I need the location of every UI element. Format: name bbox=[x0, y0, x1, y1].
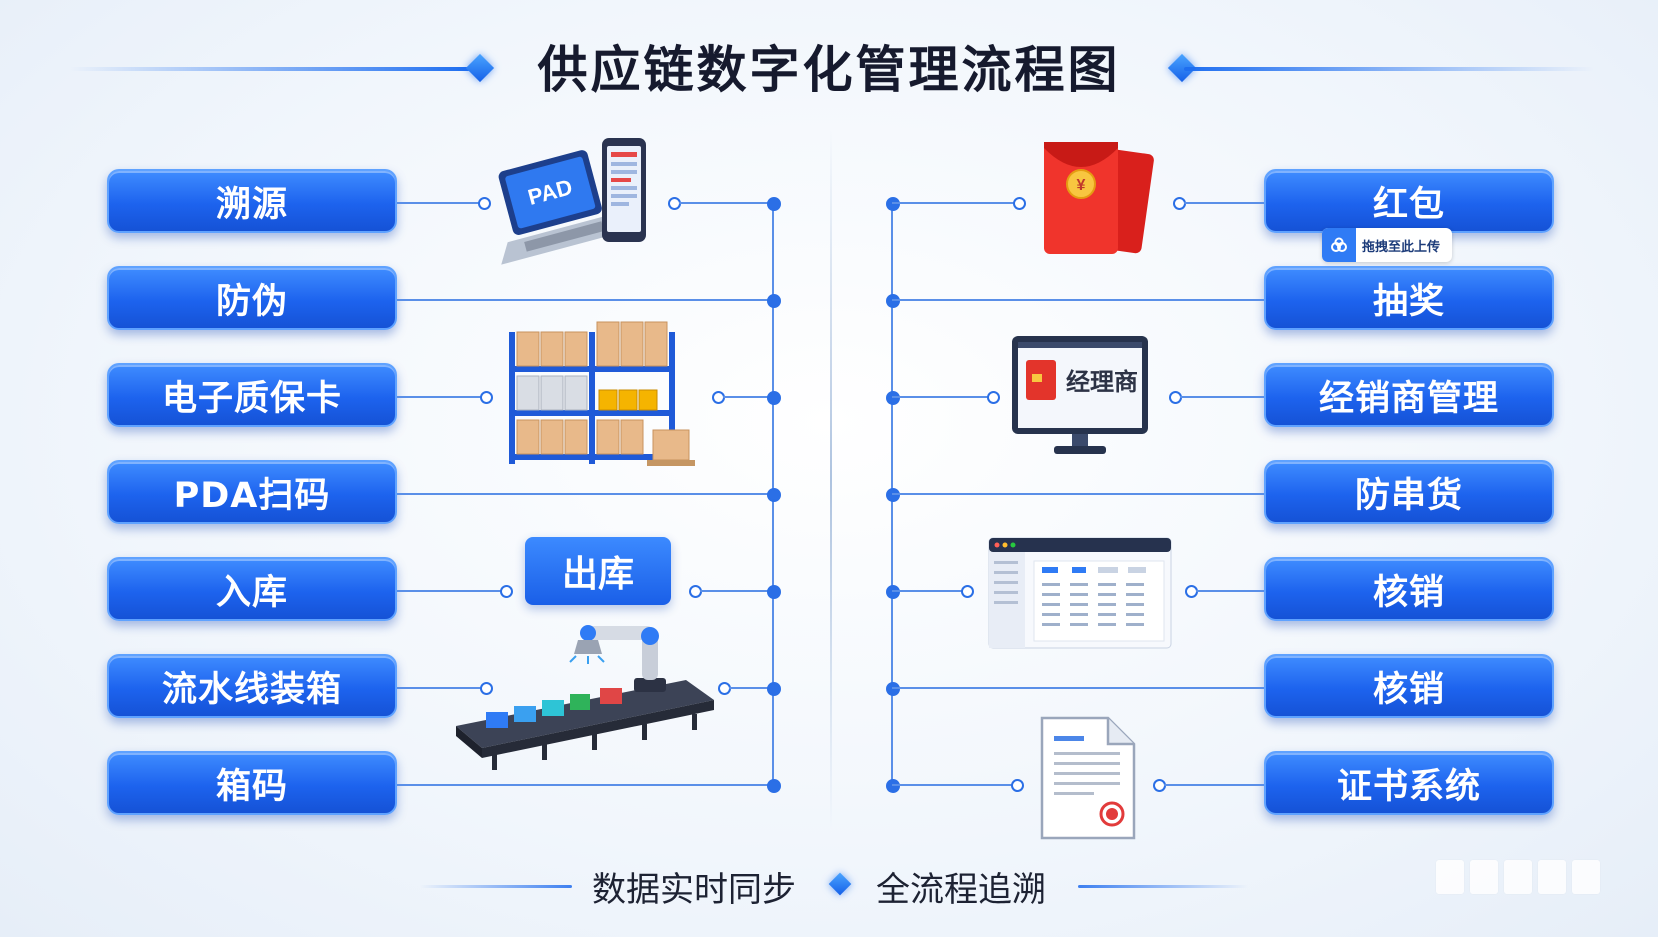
dashboard-table-icon bbox=[988, 537, 1172, 649]
cloud-upload-icon bbox=[1322, 228, 1356, 262]
conveyor-robot-icon bbox=[456, 625, 714, 770]
connector-line bbox=[679, 202, 773, 204]
red-packet-icon: ¥ bbox=[1044, 142, 1154, 254]
junction-dot bbox=[886, 488, 900, 502]
connector-line bbox=[723, 396, 773, 398]
center-divider bbox=[830, 130, 832, 830]
node-verification-1[interactable]: 核销 bbox=[1264, 557, 1554, 621]
connector-dot bbox=[478, 197, 491, 210]
connector-line bbox=[1196, 590, 1264, 592]
junction-dot bbox=[886, 585, 900, 599]
junction-dot bbox=[767, 488, 781, 502]
node-anti-channel-conflict[interactable]: 防串货 bbox=[1264, 460, 1554, 524]
junction-dot bbox=[767, 682, 781, 696]
connector-dot bbox=[480, 682, 493, 695]
connector-dot bbox=[480, 391, 493, 404]
node-box-code[interactable]: 箱码 bbox=[107, 751, 397, 815]
connector-line bbox=[397, 687, 481, 689]
connector-line bbox=[729, 687, 773, 689]
connector-line bbox=[397, 202, 481, 204]
connector-dot bbox=[1013, 197, 1026, 210]
connector-line bbox=[397, 590, 501, 592]
connector-dot bbox=[500, 585, 513, 598]
footer-diamond-icon bbox=[828, 872, 852, 896]
node-line-packing[interactable]: 流水线装箱 bbox=[107, 654, 397, 718]
connector-line bbox=[397, 299, 773, 301]
connector-line bbox=[892, 202, 1016, 204]
drag-upload-badge[interactable]: 拖拽至此上传 bbox=[1322, 228, 1452, 262]
connector-line bbox=[892, 299, 1264, 301]
connector-line bbox=[1184, 202, 1264, 204]
node-trace[interactable]: 溯源 bbox=[107, 169, 397, 233]
junction-dot bbox=[886, 197, 900, 211]
watermark bbox=[1436, 860, 1600, 894]
footer-line-left bbox=[420, 885, 572, 888]
junction-dot bbox=[767, 294, 781, 308]
connector-line bbox=[892, 396, 988, 398]
junction-dot bbox=[886, 779, 900, 793]
junction-dot bbox=[767, 585, 781, 599]
dealer-monitor-icon: 经理商 bbox=[1012, 336, 1148, 454]
junction-dot bbox=[767, 779, 781, 793]
pad-device-icon: PAD bbox=[498, 138, 646, 265]
connector-line bbox=[397, 396, 481, 398]
upload-badge-label: 拖拽至此上传 bbox=[1362, 239, 1441, 255]
connector-dot bbox=[987, 391, 1000, 404]
footer-left-text: 数据实时同步 bbox=[592, 870, 796, 910]
node-verification-2[interactable]: 核销 bbox=[1264, 654, 1554, 718]
node-warehouse-in[interactable]: 入库 bbox=[107, 557, 397, 621]
junction-dot bbox=[886, 391, 900, 405]
connector-line bbox=[892, 493, 1264, 495]
junction-dot bbox=[886, 294, 900, 308]
warehouse-shelf-icon bbox=[509, 321, 695, 466]
node-e-warranty-card[interactable]: 电子质保卡 bbox=[107, 363, 397, 427]
outbound-label: 出库 bbox=[525, 537, 671, 605]
junction-dot bbox=[767, 197, 781, 211]
node-anti-counterfeit[interactable]: 防伪 bbox=[107, 266, 397, 330]
connector-line bbox=[892, 590, 962, 592]
connector-line bbox=[700, 590, 773, 592]
connector-dot bbox=[1011, 779, 1024, 792]
junction-dot bbox=[886, 682, 900, 696]
connector-line bbox=[1180, 396, 1264, 398]
title-decoration-right-line bbox=[1184, 67, 1594, 71]
connector-line bbox=[397, 784, 773, 786]
page-title: 供应链数字化管理流程图 bbox=[537, 41, 1121, 99]
node-pda-scan[interactable]: PDA扫码 bbox=[107, 460, 397, 524]
node-lottery[interactable]: 抽奖 bbox=[1264, 266, 1554, 330]
connector-dot bbox=[961, 585, 974, 598]
connector-line bbox=[892, 687, 1264, 689]
certificate-document-icon bbox=[1040, 716, 1136, 840]
svg-text:¥: ¥ bbox=[1077, 177, 1086, 194]
connector-line bbox=[892, 784, 1014, 786]
node-certificate-system[interactable]: 证书系统 bbox=[1264, 751, 1554, 815]
title-decoration-left-line bbox=[70, 67, 470, 71]
node-dealer-management[interactable]: 经销商管理 bbox=[1264, 363, 1554, 427]
footer-line-right bbox=[1078, 885, 1248, 888]
junction-dot bbox=[767, 391, 781, 405]
svg-text:经理商: 经理商 bbox=[1066, 368, 1138, 396]
connector-line bbox=[397, 493, 773, 495]
connector-line bbox=[1164, 784, 1264, 786]
node-red-packet[interactable]: 红包 bbox=[1264, 169, 1554, 233]
footer-right-text: 全流程追溯 bbox=[876, 870, 1046, 910]
